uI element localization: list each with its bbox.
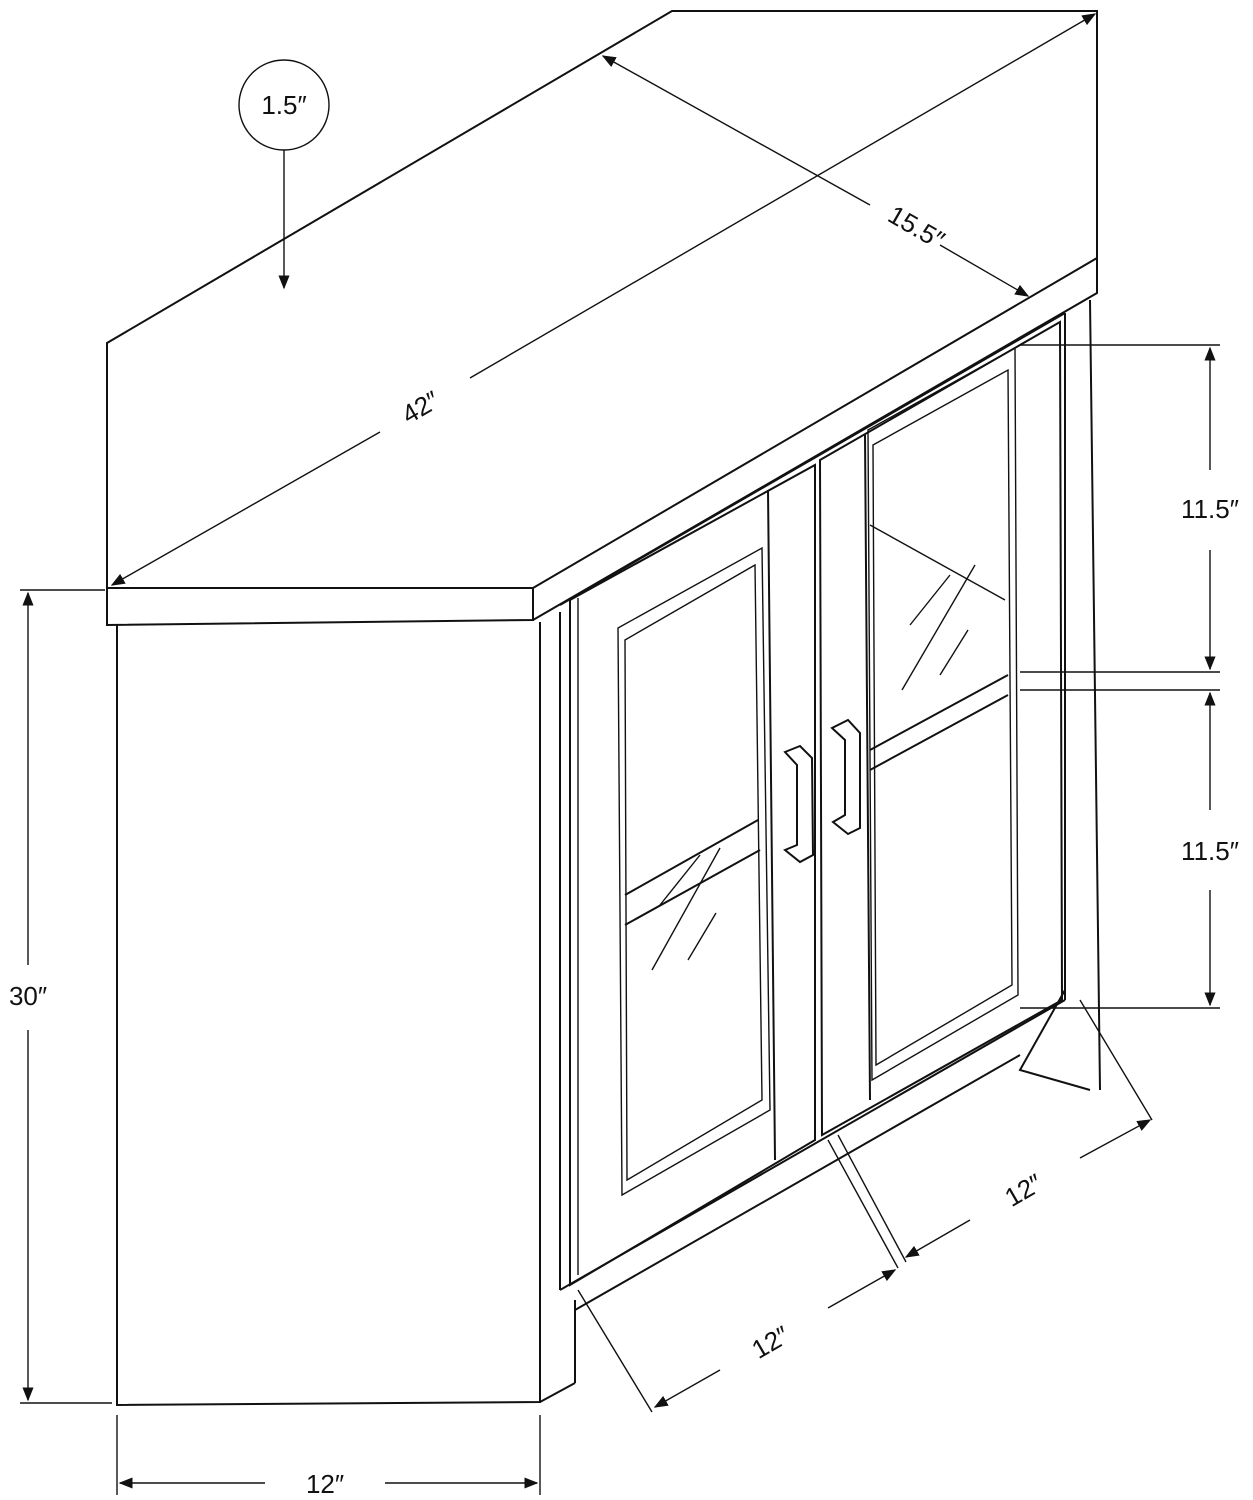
label-depth: 15.5″ bbox=[883, 199, 950, 255]
left-door bbox=[569, 463, 816, 1287]
label-width: 42″ bbox=[396, 385, 444, 430]
label-front-right-width: 12″ bbox=[999, 1168, 1047, 1213]
side-panel bbox=[116, 622, 576, 1407]
cabinet-top bbox=[106, 10, 1098, 627]
door-handle-left bbox=[783, 744, 815, 864]
label-upper-opening: 11.5″ bbox=[1181, 494, 1239, 524]
label-side-width: 12″ bbox=[306, 1469, 344, 1499]
label-height: 30″ bbox=[9, 981, 47, 1011]
label-lower-opening: 11.5″ bbox=[1181, 836, 1239, 866]
label-front-left-width: 12″ bbox=[746, 1320, 794, 1365]
label-top-thickness: 1.5″ bbox=[261, 90, 306, 120]
door-handle-right bbox=[830, 718, 861, 836]
dimension-lines bbox=[20, 13, 1220, 1495]
right-door bbox=[818, 320, 1064, 1137]
front-frame bbox=[559, 299, 1101, 1311]
